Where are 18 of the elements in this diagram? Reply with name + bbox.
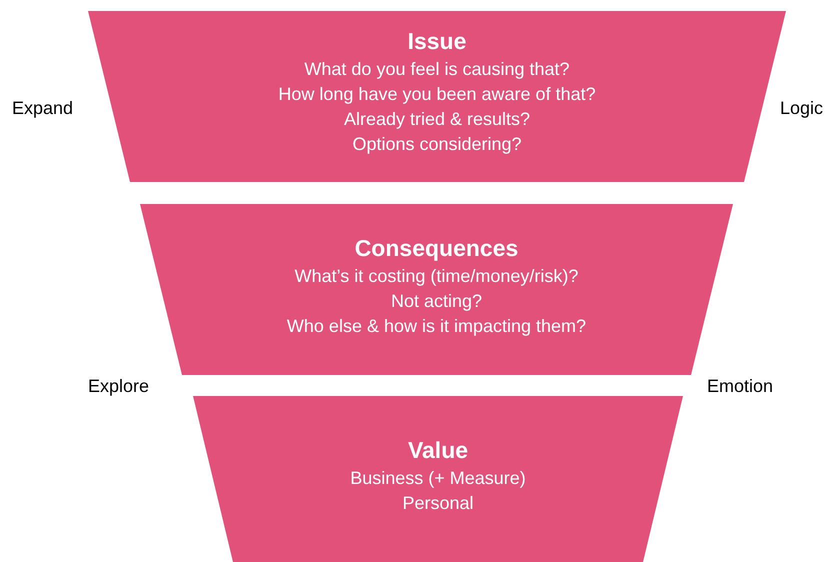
- question-text: Who else & how is it impacting them?: [286, 315, 586, 338]
- segment-heading: Issue: [408, 28, 466, 54]
- funnel-segment: [193, 396, 683, 562]
- question-text: How long have you been aware of that?: [278, 83, 596, 106]
- question-text: What do you feel is causing that?: [304, 58, 570, 81]
- question-text: Options considering?: [352, 133, 522, 156]
- question-text: Already tried & results?: [344, 108, 530, 131]
- funnel-segment: [140, 204, 733, 375]
- segment-heading: Consequences: [354, 235, 518, 261]
- question-text: Personal: [402, 492, 474, 515]
- question-text: Business (+ Measure): [350, 467, 526, 490]
- question-text: What’s it costing (time/money/risk)?: [294, 265, 578, 288]
- side-label: Expand: [12, 97, 74, 120]
- question-text: Not acting?: [390, 290, 482, 313]
- segment-heading: Value: [408, 437, 468, 463]
- side-label: Emotion: [707, 375, 774, 398]
- side-label: Explore: [88, 375, 150, 398]
- side-label: Logic: [780, 97, 824, 120]
